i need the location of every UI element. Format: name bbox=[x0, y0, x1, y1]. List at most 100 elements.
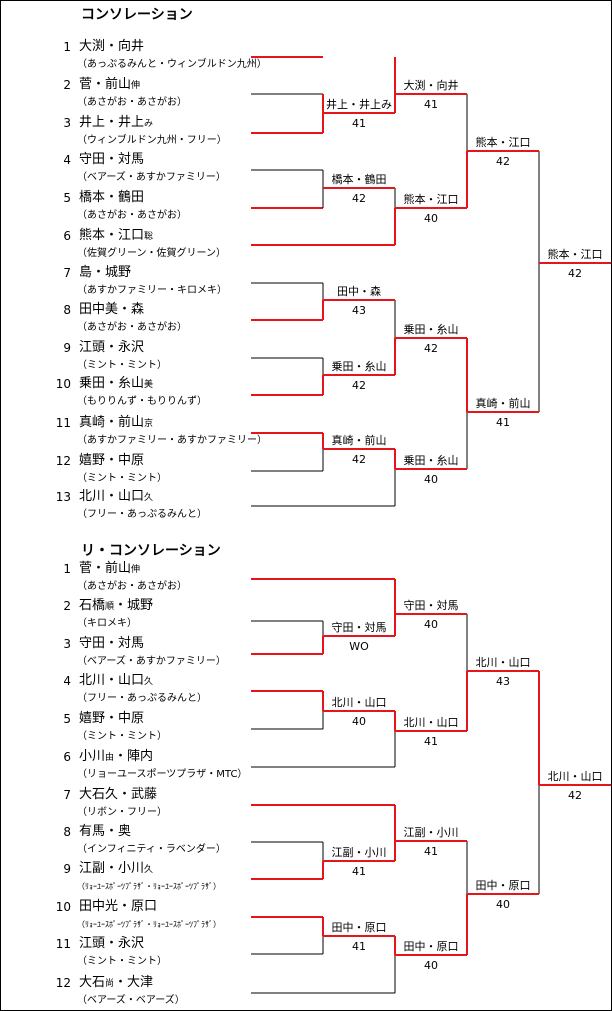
seed-number: 9 bbox=[63, 862, 71, 876]
seed-number: 4 bbox=[63, 153, 71, 167]
player-name: 江頭・永沢 bbox=[79, 937, 144, 951]
winner-name: 乗田・糸山 bbox=[331, 360, 387, 373]
player-name-text: 江頭・永沢 bbox=[79, 340, 145, 355]
winner-name: 真崎・前山 bbox=[331, 434, 387, 447]
player-name-text: 北川・山口 bbox=[79, 489, 145, 504]
player-name-text: 有馬・奥 bbox=[79, 824, 132, 839]
match-score: 41 bbox=[352, 865, 366, 878]
player-name-text: 菅・前山 bbox=[79, 561, 132, 576]
player-name-suffix: 久 bbox=[144, 865, 154, 875]
player-name-text: 江頭・永沢 bbox=[79, 936, 145, 951]
winner-name: 守田・対馬 bbox=[331, 621, 387, 634]
winner-name: 北川・山口 bbox=[403, 716, 459, 729]
player-name: 菅・前山伸 bbox=[79, 562, 140, 577]
winner-name: 江副・小川 bbox=[403, 826, 459, 839]
winner-name: 田中・森 bbox=[337, 285, 381, 298]
player-name-text-2: ・城野 bbox=[114, 598, 154, 613]
match-score: 41 bbox=[352, 117, 366, 130]
winner-name: 乗田・糸山 bbox=[403, 454, 459, 467]
player-club: （あさがお・あさがお） bbox=[77, 322, 187, 333]
player-name: 大石久・武藤 bbox=[79, 788, 157, 802]
match-score: 41 bbox=[352, 940, 366, 953]
player-name-suffix: 由 bbox=[105, 753, 115, 763]
player-name-suffix: み bbox=[144, 119, 154, 129]
player-club: （あすかファミリー・キロメキ） bbox=[77, 285, 227, 296]
player-name-text: 守田・対馬 bbox=[79, 636, 145, 651]
winner-name: 真崎・前山 bbox=[475, 397, 531, 410]
player-name-suffix: 尚 bbox=[105, 979, 115, 989]
player-club: （リボン・フリー） bbox=[77, 807, 167, 818]
winner-name: 守田・対馬 bbox=[403, 599, 459, 612]
match-score: 43 bbox=[352, 304, 366, 317]
winner-name: 北川・山口 bbox=[331, 696, 387, 709]
player-name: 江頭・永沢 bbox=[79, 341, 144, 355]
winner-name: 田中・原口 bbox=[403, 940, 459, 953]
player-name-text: 大石 bbox=[79, 975, 106, 990]
player-name-text: 熊本・江口 bbox=[79, 228, 145, 243]
winner-name: 北川・山口 bbox=[475, 656, 531, 669]
player-name: 乗田・糸山美 bbox=[79, 377, 153, 392]
seed-number: 7 bbox=[63, 788, 71, 802]
player-name-text: 大渕・向井 bbox=[79, 39, 145, 54]
player-name: 江副・小川久 bbox=[79, 862, 153, 877]
winner-name: 熊本・江口 bbox=[547, 248, 603, 261]
winner-name: 井上・井上み bbox=[326, 98, 392, 111]
seed-number: 3 bbox=[63, 637, 71, 651]
player-club: （フリー・あっぷるみんと） bbox=[77, 509, 207, 520]
player-club: （あすかファミリー・あすかファミリー） bbox=[77, 435, 267, 446]
player-club: （ミント・ミント） bbox=[77, 956, 167, 967]
match-score: 41 bbox=[424, 845, 438, 858]
seed-number: 4 bbox=[63, 674, 71, 688]
player-name-text: 嬉野・中原 bbox=[79, 711, 145, 726]
player-name-suffix: 伸 bbox=[131, 81, 141, 91]
match-score: 40 bbox=[352, 715, 366, 728]
winner-name: 橋本・鶴田 bbox=[331, 173, 387, 186]
player-name-text: 北川・山口 bbox=[79, 673, 145, 688]
match-score: 40 bbox=[424, 212, 438, 225]
player-name-text: 乗田・糸山 bbox=[79, 376, 145, 391]
player-club: （インフィニティ・ラベンダー） bbox=[77, 844, 226, 855]
player-name-suffix: 久 bbox=[144, 493, 154, 503]
match-score: 42 bbox=[352, 192, 366, 205]
match-score: 42 bbox=[352, 453, 366, 466]
winner-name: 熊本・江口 bbox=[475, 136, 531, 149]
winner-name: 江副・小川 bbox=[331, 846, 387, 859]
match-score: 42 bbox=[496, 155, 510, 168]
player-name: 小川由・陣内 bbox=[79, 750, 153, 765]
winner-name: 田中・原口 bbox=[331, 921, 387, 934]
player-name: 守田・対馬 bbox=[79, 153, 144, 167]
player-club: （ベアーズ・あすかファミリー） bbox=[77, 656, 226, 667]
seed-number: 7 bbox=[63, 266, 71, 280]
match-score: 41 bbox=[424, 98, 438, 111]
consolation-title: コンソレーション bbox=[81, 7, 193, 23]
player-club: （ベアーズ・ベアーズ） bbox=[77, 995, 185, 1006]
match-score: 41 bbox=[424, 735, 438, 748]
player-club: （あさがお・あさがお） bbox=[77, 581, 187, 592]
player-name-text: 真崎・前山 bbox=[79, 415, 145, 430]
player-name-suffix: 美 bbox=[144, 380, 154, 390]
player-name-suffix: 京 bbox=[144, 419, 154, 429]
winner-name: 乗田・糸山 bbox=[403, 323, 459, 336]
match-score: 42 bbox=[424, 342, 438, 355]
winner-name: 田中・原口 bbox=[475, 879, 531, 892]
player-club: （キロメキ） bbox=[77, 618, 137, 629]
winner-name: 北川・山口 bbox=[547, 770, 603, 783]
match-score: 41 bbox=[496, 416, 510, 429]
player-club: （ﾘｮｰﾕｰｽﾎﾟｰﾂﾌﾟﾗｻﾞ・ﾘｮｰﾕｰｽﾎﾟｰﾂﾌﾟﾗｻﾞ） bbox=[77, 920, 221, 929]
seed-number: 6 bbox=[63, 750, 71, 764]
player-club: （あっぷるみんと・ウィンブルドン九州） bbox=[77, 59, 267, 70]
player-club: （ベアーズ・あすかファミリー） bbox=[77, 172, 226, 183]
seed-number: 3 bbox=[63, 116, 71, 130]
player-club: （あさがお・あさがお） bbox=[77, 210, 187, 221]
player-name-text: 江副・小川 bbox=[79, 861, 145, 876]
seed-number: 6 bbox=[63, 229, 71, 243]
player-name: 石橋順・城野 bbox=[79, 599, 153, 614]
seed-number: 1 bbox=[63, 40, 71, 54]
player-name: 嬉野・中原 bbox=[79, 712, 144, 726]
player-club: （ミント・ミント） bbox=[77, 360, 167, 371]
seed-number: 1 bbox=[63, 562, 71, 576]
seed-number: 2 bbox=[63, 78, 71, 92]
player-name: 島・城野 bbox=[79, 266, 131, 280]
seed-number: 8 bbox=[63, 825, 71, 839]
